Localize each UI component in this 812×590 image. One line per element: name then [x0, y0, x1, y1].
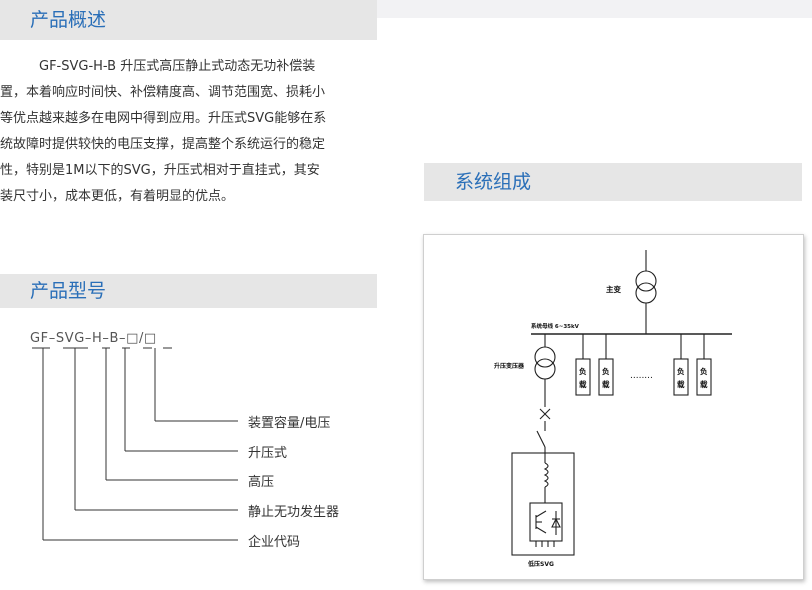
- boost-transformer-symbol: [534, 346, 556, 368]
- main-transformer-symbol: [635, 270, 657, 292]
- lv-svg-label: 低压SVG: [527, 560, 554, 568]
- disconnect-switch-symbol: [536, 430, 546, 448]
- igbt-module-symbol: [529, 502, 563, 542]
- overview-paragraph: GF-SVG-H-B 升压式高压静止式动态无功补偿装 置，本着响应时间快、补偿精…: [0, 54, 382, 210]
- load-char-top: 负: [677, 366, 685, 376]
- load-char-top: 负: [579, 366, 587, 376]
- overview-header-bar: [0, 0, 377, 40]
- overview-title: 产品概述: [30, 9, 107, 31]
- single-line-diagram: 主变 系统母线 6~35kV 升压变压器 负 载 负 载 负 载 负 载 ...…: [494, 250, 732, 568]
- load-char-bottom: 载: [677, 379, 685, 389]
- main-transformer-label: 主变: [606, 284, 621, 294]
- legend-static-var-generator: 静止无功发生器: [248, 505, 340, 520]
- overview-line: GF-SVG-H-B 升压式高压静止式动态无功补偿装: [0, 59, 316, 74]
- system-header-bar: [424, 163, 802, 201]
- model-title: 产品型号: [30, 280, 107, 302]
- load-box: [575, 358, 591, 396]
- load-char-top: 负: [602, 366, 610, 376]
- legend-capacity-voltage: 装置容量/电压: [248, 416, 331, 431]
- overview-line: 置，本着响应时间快、补偿精度高、调节范围宽、损耗小: [0, 85, 326, 100]
- system-title: 系统组成: [455, 171, 532, 193]
- overview-line: 装尺寸小，成本更低，有着明显的优点。: [0, 189, 235, 204]
- legend-boost-type: 升压式: [248, 446, 288, 461]
- model-code: GF–SVG–H–B–□/□: [30, 331, 157, 346]
- load-char-bottom: 载: [700, 379, 708, 389]
- load-box: [673, 358, 689, 396]
- reactor-symbol: [543, 462, 549, 488]
- overview-line: 性，特别是1M以下的SVG，升压式相对于直挂式，其安: [0, 163, 320, 178]
- bus-label: 系统母线 6~35kV: [531, 322, 580, 330]
- load-box: [696, 358, 712, 396]
- load-char-top: 负: [700, 366, 708, 376]
- boost-transformer-label: 升压变压器: [494, 362, 525, 370]
- system-diagram-panel: 主变 系统母线 6~35kV 升压变压器 负 载 负 载 负 载 负 载 ...…: [423, 234, 804, 580]
- model-header-bar: [0, 274, 377, 308]
- load-char-bottom: 载: [602, 379, 610, 389]
- top-right-header-bar: [377, 0, 812, 18]
- model-code-bracket-lines: [32, 347, 238, 541]
- load-box: [598, 358, 614, 396]
- overview-line: 等优点越来越多在电网中得到应用。升压式SVG能够在系: [0, 111, 327, 126]
- overview-line: 统故障时提供较快的电压支撑，提高整个系统运行的稳定: [0, 137, 326, 152]
- svg-cabinet: [511, 452, 575, 556]
- legend-high-voltage: 高压: [248, 475, 275, 490]
- load-char-bottom: 载: [579, 379, 587, 389]
- load-ellipsis: ........: [630, 371, 653, 381]
- legend-company-code: 企业代码: [248, 535, 301, 550]
